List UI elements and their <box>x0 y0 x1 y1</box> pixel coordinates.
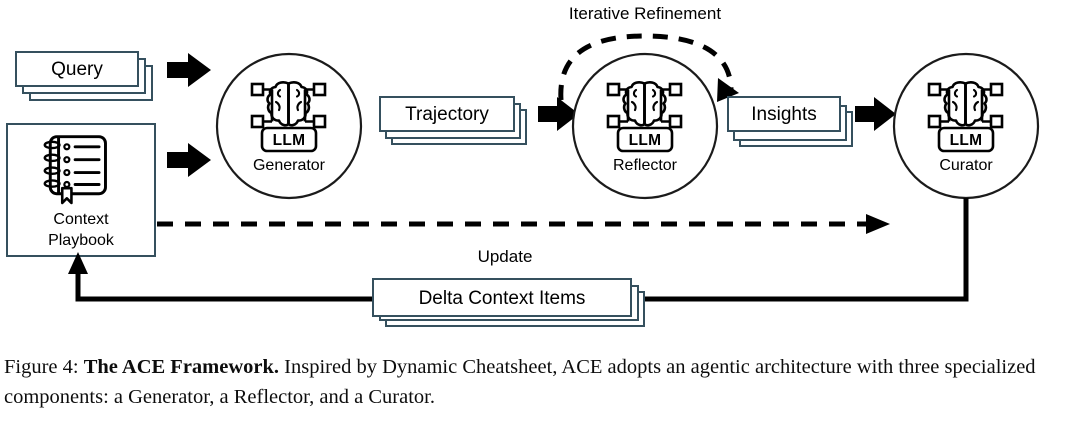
update-arrowhead <box>866 214 890 234</box>
curator-badge-text: LLM <box>950 132 983 149</box>
card-delta-context-items[interactable]: Delta Context Items <box>372 278 645 327</box>
llm-node-reflector[interactable]: LLM Reflector <box>571 52 719 200</box>
caption-body: Inspired by Dynamic Cheatsheet, ACE adop… <box>4 356 1036 408</box>
card-query[interactable]: Query <box>15 51 153 101</box>
reflector-llm-badge: LLM <box>616 126 674 153</box>
llm-node-curator[interactable]: LLM Curator <box>892 52 1040 200</box>
context-playbook-label-line1: Context <box>53 211 109 228</box>
caption-prefix: Figure 4: <box>4 356 79 378</box>
generator-label: Generator <box>253 157 326 174</box>
card-insights[interactable]: Insights <box>727 96 853 147</box>
figure-caption: Figure 4: The ACE Framework. Inspired by… <box>0 352 1080 412</box>
iterative-refinement-label: Iterative Refinement <box>569 4 721 23</box>
context-playbook-label-line2: Playbook <box>48 232 115 249</box>
generator-llm-badge: LLM <box>260 126 318 153</box>
iterative-refinement-arrowhead <box>717 78 739 102</box>
arrow-query-to-generator <box>167 53 211 87</box>
reflector-circle <box>571 52 719 200</box>
curator-llm-badge: LLM <box>937 126 995 153</box>
generator-circle <box>215 52 363 200</box>
arrow-playbook-to-generator <box>167 143 211 177</box>
curator-circle <box>892 52 1040 200</box>
iterative-refinement-loop <box>558 33 739 102</box>
card-delta-label: Delta Context Items <box>419 288 586 309</box>
llm-node-generator[interactable]: LLM Generator <box>215 52 363 200</box>
card-query-label: Query <box>51 59 103 80</box>
reflector-label: Reflector <box>613 157 678 174</box>
reflector-badge-text: LLM <box>629 132 662 149</box>
caption-title: The ACE Framework. <box>83 356 280 378</box>
card-delta-front <box>372 278 632 317</box>
card-query-front <box>15 51 139 87</box>
edge-update-label: Update <box>478 247 533 266</box>
arrow-insights-to-curator <box>855 97 896 131</box>
card-trajectory-front <box>379 96 515 132</box>
edge-update-dashed <box>157 214 890 234</box>
curator-label: Curator <box>939 157 993 174</box>
card-insights-label: Insights <box>751 104 816 125</box>
generator-badge-text: LLM <box>273 132 306 149</box>
card-trajectory[interactable]: Trajectory <box>379 96 527 145</box>
card-insights-front <box>727 96 841 132</box>
context-playbook-box[interactable]: Context Playbook <box>6 123 156 257</box>
arrow-trajectory-to-reflector <box>538 97 579 131</box>
feedback-arrowhead <box>68 252 88 274</box>
card-trajectory-label: Trajectory <box>405 104 489 125</box>
ace-framework-diagram: Query Context Playbook LLM <box>6 4 1040 327</box>
